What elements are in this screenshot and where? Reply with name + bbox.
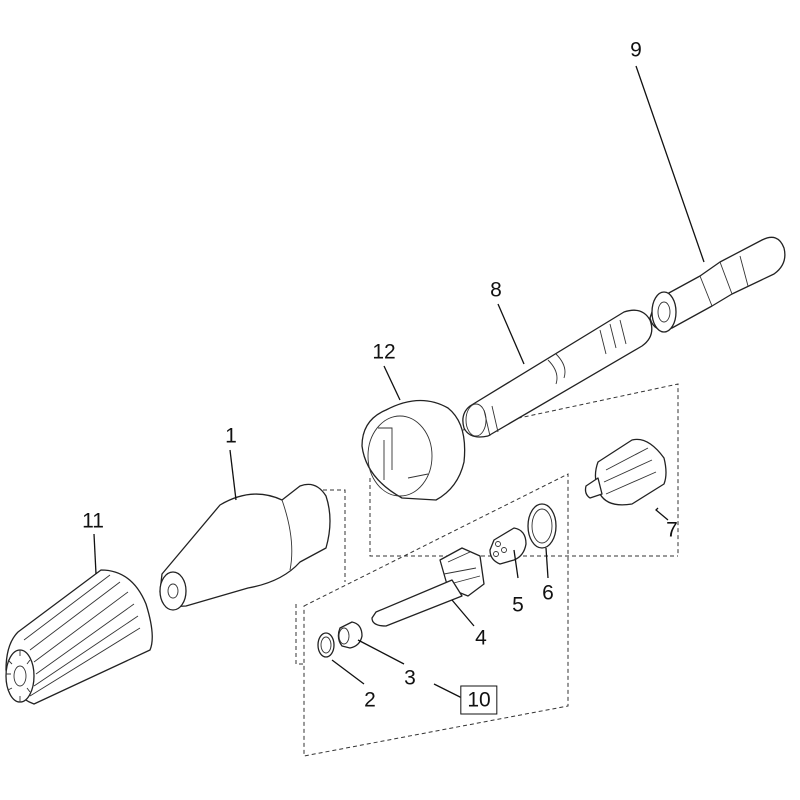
callout-6: 6 [542,581,554,605]
callout-5: 5 [512,593,524,617]
part-7-nozzle-insert [584,438,667,506]
callout-10-kit: 10 [460,685,498,715]
leader-lines [93,65,705,699]
leader-4 [451,599,475,627]
outline-right [462,383,679,556]
part-2-small-o-ring [317,632,335,658]
leader-7 [655,507,669,521]
part-4-rotor [371,547,485,627]
callout-8: 8 [490,278,502,302]
leader-9 [635,65,705,263]
callout-3: 3 [404,666,416,690]
callout-1: 1 [225,424,237,448]
part-3-ball-seat [337,621,363,649]
leader-10 [433,683,463,699]
leader-3 [357,639,405,665]
kit-10-box [303,473,569,757]
outline-cap [316,489,346,582]
callout-7: 7 [666,518,678,542]
part-8-lance-tube [462,309,653,438]
leader-5 [513,549,519,579]
leader-1 [229,449,237,501]
part-6-o-ring [527,503,557,549]
part-5-filter [489,527,527,565]
callout-9: 9 [630,38,642,62]
part-9-coupler [649,236,786,333]
part-11-nozzle-cover [5,569,153,705]
callout-4: 4 [475,626,487,650]
leader-6 [545,547,549,579]
leader-11 [93,533,97,575]
leader-8 [497,303,525,365]
part-1-nozzle-cap [159,483,331,611]
callout-2: 2 [364,688,376,712]
callout-11: 11 [82,509,104,533]
leader-12 [383,365,401,401]
part-12-housing [361,399,466,501]
assembly-outlines [295,383,679,757]
leader-2 [331,659,365,685]
outline-left [295,604,303,665]
callout-12: 12 [372,340,396,364]
outline-middle [369,478,678,557]
